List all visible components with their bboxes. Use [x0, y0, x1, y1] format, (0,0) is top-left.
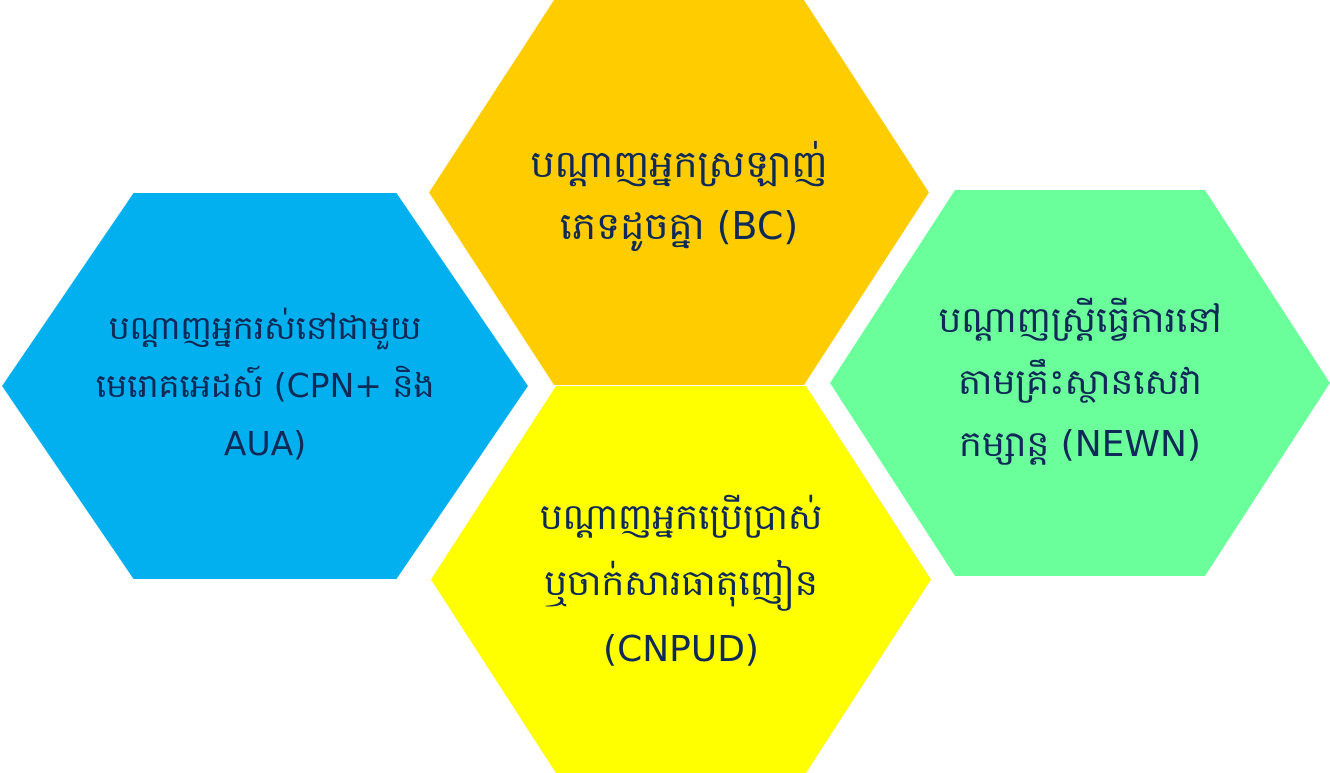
hexagon-cpn-label-line: មេរោគអេដស៍ (CPN+ និង: [95, 366, 435, 405]
hexagon-cnpud-label-line: ឬចាក់សារធាតុញៀន: [544, 563, 818, 604]
hexagon-cpn-label: បណ្ដាញអ្នករស់នៅជាមួយ មេរោគអេដស៍ (CPN+ និ…: [62, 290, 468, 482]
hexagon-cnpud-label: បណ្ដាញអ្នកប្រើប្រាស់ ឬចាក់សារធាតុញៀន (CN…: [486, 486, 876, 682]
hexagon-bc-label-line: ភេទដូចគ្នា (BC): [559, 204, 799, 248]
hexagon-cpn-label-line: AUA): [223, 424, 307, 463]
hexagon-bc-label: បណ្ដាញអ្នកស្រឡាញ់ ភេទដូចគ្នា (BC): [489, 120, 869, 270]
hexagon-cnpud-label-line: បណ្ដាញអ្នកប្រើប្រាស់: [539, 497, 823, 538]
hexagon-cpn-label-line: បណ្ដាញអ្នករស់នៅជាមួយ: [108, 308, 422, 347]
hexagon-cnpud-label-line: (CNPUD): [603, 629, 759, 670]
hexagon-newn-label-line: តាមគ្រឹះស្ថានសេវា: [958, 362, 1202, 403]
hexagon-newn-label: បណ្ដាញស្ត្រីធ្វើការនៅ តាមគ្រឹះស្ថានសេវា …: [885, 283, 1275, 483]
hexagon-newn-label-line: បណ្ដាញស្ត្រីធ្វើការនៅ: [938, 300, 1222, 341]
hexagon-bc-label-line: បណ្ដាញអ្នកស្រឡាញ់: [530, 142, 828, 186]
hexagon-newn-label-line: កម្សាន្ត (NEWN): [959, 424, 1201, 465]
